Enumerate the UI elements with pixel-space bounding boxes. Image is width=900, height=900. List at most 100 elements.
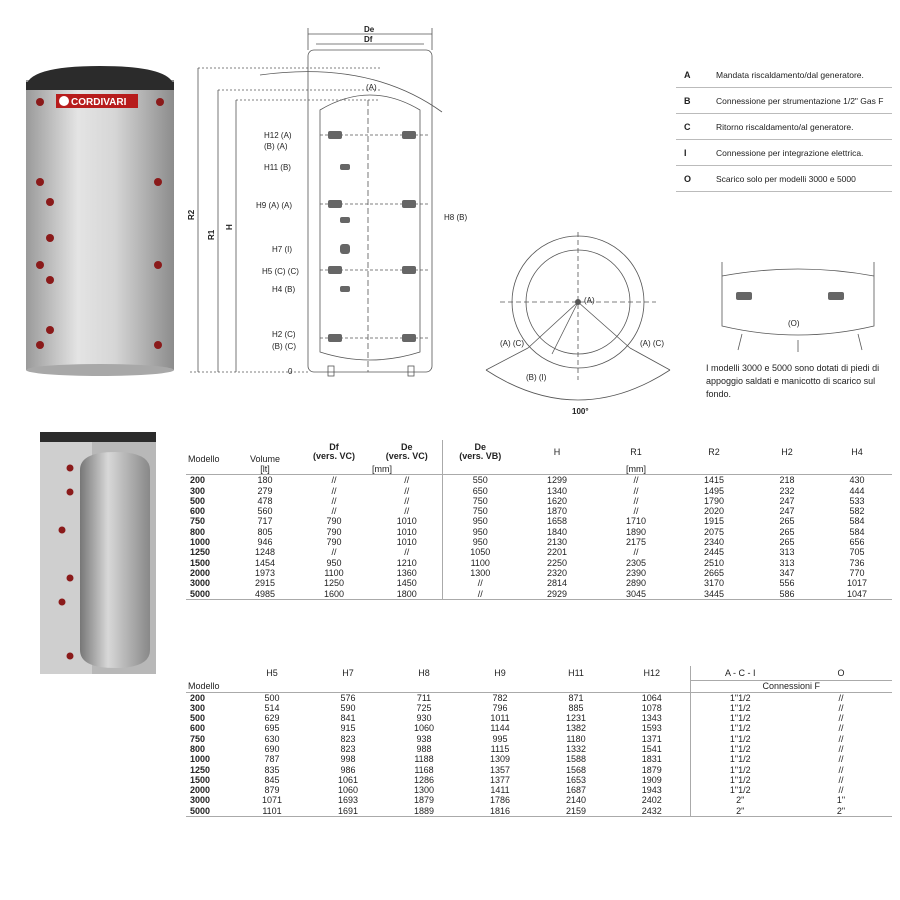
table-cell: 1691: [337, 805, 359, 816]
plan-right-label: (A) (C): [640, 339, 664, 348]
table-cell: 1"1/2: [689, 774, 790, 786]
foot-o-label: (O): [788, 319, 800, 328]
table-cell: 180: [257, 475, 273, 486]
legend-code: O: [684, 173, 692, 184]
zero-label: 0: [288, 367, 293, 376]
table-cell: 1010: [396, 516, 417, 527]
tank-photo: CORDIVARI: [26, 66, 174, 376]
table-cell: 1"1/2: [689, 733, 790, 744]
table-cell: 1710: [625, 516, 647, 527]
foot-detail-diagram: (O): [721, 262, 875, 352]
col-o: O: [837, 667, 845, 678]
h2-label: H2 (C): [272, 330, 296, 339]
table-cell: 1248: [254, 547, 276, 558]
table-cell: 1100: [441, 557, 518, 568]
unit-mm-2: [mm]: [626, 464, 646, 474]
table-cell: 1064: [641, 692, 662, 703]
table-cell: 1011: [490, 713, 510, 724]
table-cell: 584: [849, 516, 865, 527]
table-cell: 1231: [565, 713, 587, 724]
table-cell: //: [838, 733, 844, 744]
table-cell: 514: [264, 702, 280, 713]
model-cell: 5000: [190, 805, 211, 816]
legend-text: Scarico solo per modelli 3000 e 5000: [716, 173, 856, 184]
table-cell: 2402: [641, 795, 662, 806]
model-cell: 1250: [190, 547, 211, 558]
table-cell: 1831: [641, 754, 662, 765]
table-cell: 1010: [396, 537, 417, 548]
table-cell: 1180: [566, 733, 586, 744]
table-cell: //: [404, 547, 410, 558]
table-cell: 2929: [546, 588, 568, 599]
table-cell: 650: [441, 485, 518, 496]
table-cell: 2201: [546, 547, 568, 558]
model-cell: 300: [190, 702, 206, 713]
table-cell: 444: [849, 485, 865, 496]
model-cell: 200: [190, 475, 206, 486]
table-cell: //: [331, 495, 337, 506]
dim-r2-label: R2: [187, 209, 196, 220]
table-cell: 2915: [254, 578, 276, 589]
plan-center-label: (A): [584, 296, 595, 305]
model-cell: 500: [190, 713, 206, 724]
table-cell: 265: [779, 526, 795, 537]
table-cell: 3170: [703, 578, 725, 589]
legend-text: Ritorno riscaldamento/al generatore.: [716, 121, 854, 132]
table-cell: 2": [689, 795, 790, 806]
models-note: I modelli 3000 e 5000 sono dotati di pie…: [706, 363, 880, 399]
table-cell: //: [404, 475, 410, 486]
table-cell: 1879: [641, 764, 662, 775]
table-cell: 1973: [254, 567, 276, 578]
table-cell: 1061: [337, 774, 359, 785]
table-cell: 1360: [396, 567, 417, 578]
legend-code: B: [684, 95, 691, 106]
table-cell: 232: [779, 485, 795, 496]
table-cell: 1078: [641, 702, 662, 713]
table-cell: 1382: [565, 723, 587, 734]
col-r1: R1: [630, 446, 642, 457]
model-cell: 2000: [190, 567, 211, 578]
table-cell: //: [838, 713, 844, 724]
table-cell: 1286: [413, 774, 435, 785]
legend-text: Connessione per integrazione elettrica.: [716, 147, 864, 158]
table-cell: 1"1/2: [689, 754, 790, 765]
table-cell: 1017: [846, 578, 868, 589]
table-cell: //: [633, 495, 639, 506]
dim-r1-label: R1: [207, 229, 216, 240]
table-cell: 1909: [641, 774, 662, 785]
table-cell: 656: [849, 537, 865, 548]
model-cell: 1500: [190, 557, 211, 568]
table-cell: 782: [492, 692, 508, 703]
table-cell: 705: [849, 547, 865, 558]
table-cell: 1915: [703, 516, 725, 527]
col-h4: H4: [851, 446, 863, 457]
model-cell: 1500: [190, 774, 211, 785]
table-cell: 500: [264, 692, 280, 703]
legend-row: O Scarico solo per modelli 3000 e 5000: [676, 166, 892, 192]
table-cell: 2320: [546, 567, 568, 578]
legend-text: Mandata riscaldamento/dal generatore.: [716, 69, 864, 80]
model-cell: 2000: [190, 785, 211, 796]
table-cell: 1786: [489, 795, 511, 806]
table-cell: //: [633, 506, 639, 517]
model-cell: 600: [190, 723, 206, 734]
brand-logo: CORDIVARI: [71, 97, 127, 108]
table-cell: 1889: [413, 805, 435, 816]
table-cell: //: [441, 588, 518, 600]
table-cell: 1115: [490, 743, 510, 754]
table-cell: 265: [779, 537, 795, 548]
plan-bottom-label: (B) (I): [526, 373, 547, 382]
table-cell: 1": [836, 795, 846, 806]
col-volume: Volume: [249, 453, 281, 464]
model-cell: 800: [190, 526, 206, 537]
tank-plan-view-diagram: (A) (A) (C) (A) (C) (B) (I) 100°: [485, 232, 671, 416]
table-cell: 879: [264, 785, 280, 796]
col-h2: H2: [781, 446, 793, 457]
table-cell: //: [404, 506, 410, 517]
h4-label: H4 (B): [272, 285, 295, 294]
